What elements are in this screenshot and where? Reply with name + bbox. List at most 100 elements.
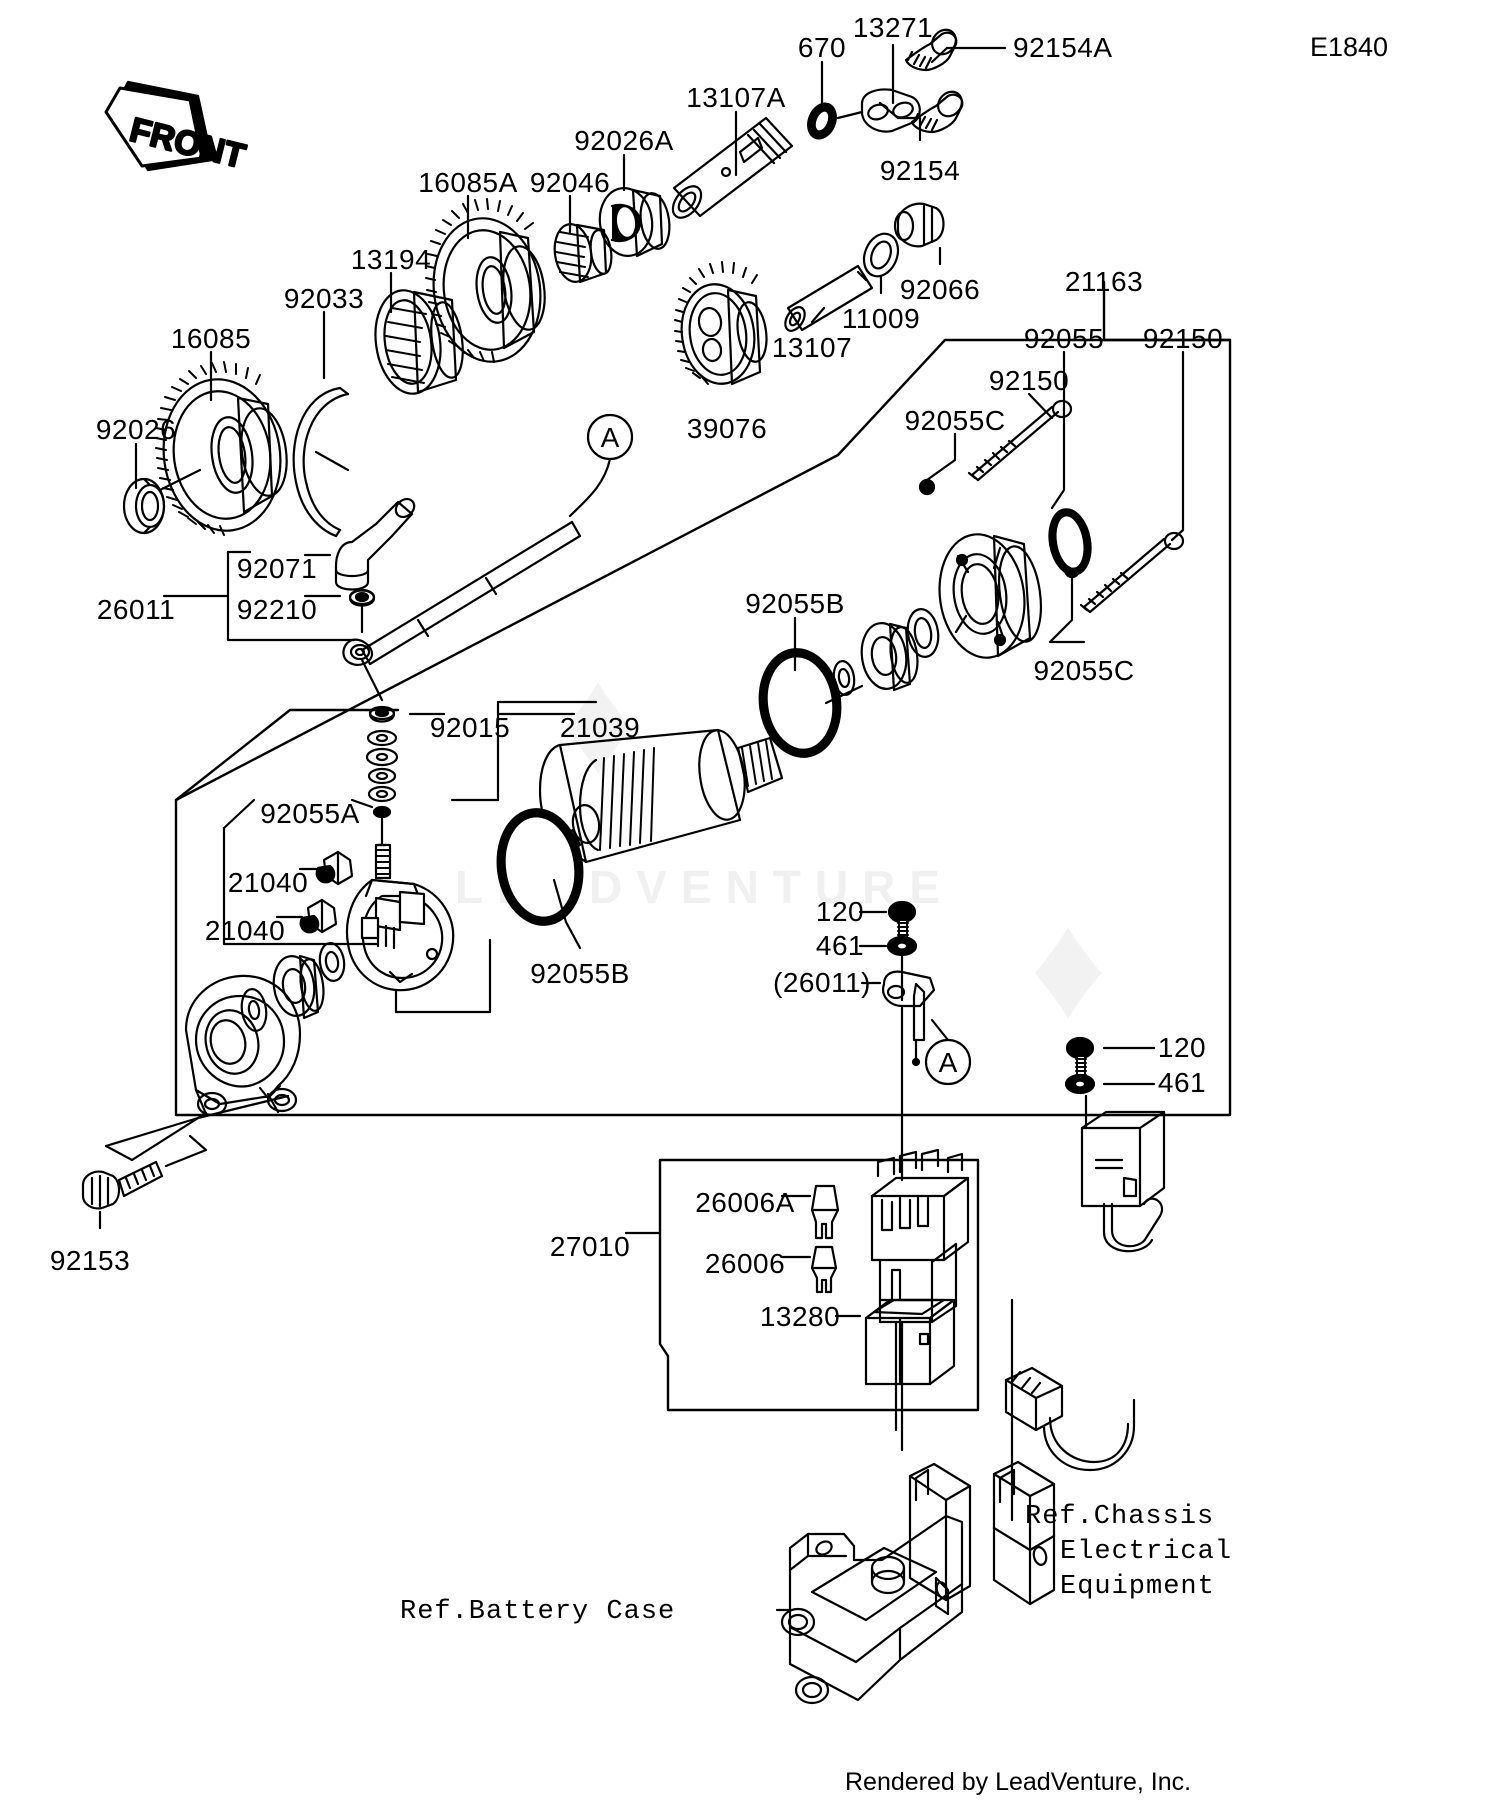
svg-text:A: A: [939, 1047, 958, 1078]
part-39076-gear: [674, 261, 768, 386]
part-number-92153[interactable]: 92153: [49, 1245, 131, 1276]
part-number-92150[interactable]: 92150: [1142, 323, 1224, 354]
part-number-21039[interactable]: 21039: [559, 712, 641, 743]
part-670-oring: [807, 102, 837, 140]
svg-text:A: A: [601, 422, 620, 453]
part-number-21040[interactable]: 21040: [227, 867, 309, 898]
part-92150-bolt-bottom: [1079, 531, 1185, 614]
part-number-92150[interactable]: 92150: [988, 365, 1070, 396]
part-461-washer-right: [1064, 1073, 1096, 1095]
part-21040-brush-b: [299, 898, 338, 934]
part-number-92055a[interactable]: 92055A: [260, 798, 360, 829]
part-motor-end-housing: [104, 974, 302, 1162]
part-number-92055b[interactable]: 92055B: [530, 958, 630, 989]
part-chassis-connector: [1004, 1366, 1136, 1472]
part-lower-bearing-stack: [240, 942, 346, 1032]
part-120-screw-right: [1065, 1036, 1095, 1080]
part-27010-relay: [870, 1148, 970, 1324]
part-13280-relay: [864, 1298, 956, 1386]
part-26011-bracket: [882, 970, 936, 1067]
part-bearing-stack-right: [832, 608, 940, 696]
part-number-27010[interactable]: 27010: [549, 1231, 631, 1262]
part-ref-battery-case: [780, 1460, 1056, 1705]
part-number-92055b[interactable]: 92055B: [745, 588, 845, 619]
part-number-21040[interactable]: 21040: [204, 915, 286, 946]
part-number-92071[interactable]: 92071: [236, 553, 318, 584]
part-92033-circlip: [292, 386, 350, 538]
part-11009-gasket: [862, 232, 900, 278]
part-26011-cable: [334, 497, 582, 666]
part-number-39076[interactable]: 39076: [686, 413, 768, 444]
part-13107-pin: [784, 264, 874, 332]
ref-chassis-line-3: Equipment: [1060, 1572, 1215, 1602]
part-number-120[interactable]: 120: [1157, 1032, 1207, 1063]
part-13107a-shaft: [671, 116, 794, 219]
part-number-92015[interactable]: 92015: [429, 712, 511, 743]
part-92154-bolt: [910, 90, 964, 134]
part-number-11009[interactable]: 11009: [841, 303, 921, 334]
watermark-flame-2: ♦: [1030, 881, 1107, 1049]
part-number-13107[interactable]: 13107: [771, 332, 853, 363]
part-number-13271[interactable]: 13271: [852, 12, 934, 43]
part-number-92055[interactable]: 92055: [1023, 323, 1105, 354]
part-number-13194[interactable]: 13194: [350, 244, 432, 275]
part-number-92154a[interactable]: 92154A: [1013, 32, 1113, 63]
part-number-16085a[interactable]: 16085A: [418, 167, 518, 198]
part-21040-brush-a: [315, 850, 354, 886]
part-92055b-oring-top: [758, 648, 842, 758]
ref-chassis-line-1: Ref.Chassis: [1025, 1502, 1215, 1532]
part-13194-bearing: [374, 289, 464, 395]
part-number-461[interactable]: 461: [815, 930, 865, 961]
callout-a-bottom: A: [924, 1018, 972, 1086]
group-27010-box: [658, 1158, 980, 1412]
part-number-13280[interactable]: 13280: [759, 1301, 841, 1332]
part-number-92055c[interactable]: 92055C: [1033, 655, 1135, 686]
part-number-92033[interactable]: 92033: [283, 283, 365, 314]
part-92055c-bottom: [1048, 561, 1086, 644]
part-number-26006a[interactable]: 26006A: [695, 1187, 795, 1218]
part-13271-holder: [836, 88, 921, 133]
part-number-120[interactable]: 120: [815, 896, 865, 927]
part-right-relay: [1080, 1110, 1166, 1253]
diagram-code: E1840: [1310, 32, 1389, 62]
part-26006a-fuse: [810, 1184, 840, 1240]
part-16085a-gear: [425, 198, 546, 363]
front-arrow-icon: FRONT: [104, 80, 250, 177]
part-number-26006[interactable]: 26006: [704, 1248, 786, 1279]
part-26006-fuse: [810, 1245, 838, 1294]
part-number-92066[interactable]: 92066: [899, 274, 981, 305]
part-number-670[interactable]: 670: [797, 32, 847, 63]
render-credit: Rendered by LeadVenture, Inc.: [845, 1768, 1192, 1796]
part-92046-pinion: [553, 223, 613, 284]
part-number-13107a[interactable]: 13107A: [686, 82, 786, 113]
callout-a-upper: A: [568, 413, 634, 518]
group-21163-outline: [174, 280, 1232, 1117]
part-92066-plug: [893, 202, 945, 248]
part-number-21163[interactable]: 21163: [1064, 266, 1144, 297]
part-92026a-coupler: [598, 187, 671, 258]
part-21163-end-cover: [938, 533, 1043, 659]
part-92015-stack: [365, 705, 399, 880]
part-number-26011[interactable]: (26011): [773, 967, 871, 998]
part-16085-starter-gear: [155, 361, 288, 536]
part-number-92046[interactable]: 92046: [529, 167, 611, 198]
part-number-92026[interactable]: 92026: [95, 414, 177, 445]
ref-chassis-line-2: Electrical: [1060, 1537, 1233, 1567]
part-92154a-bolt: [904, 28, 958, 72]
part-number-92210[interactable]: 92210: [236, 594, 318, 625]
part-brush-holder: [346, 878, 455, 992]
part-number-461[interactable]: 461: [1157, 1067, 1207, 1098]
ref-battery-case: Ref.Battery Case: [400, 1597, 676, 1627]
part-461-washer-left: [886, 935, 918, 957]
part-number-92154[interactable]: 92154: [879, 155, 961, 186]
part-92055-oring: [1048, 508, 1092, 576]
part-number-16085[interactable]: 16085: [170, 323, 252, 354]
part-92150-bolt-top: [967, 399, 1073, 482]
part-number-92026a[interactable]: 92026A: [574, 125, 674, 156]
part-92153-bolt: [81, 1160, 164, 1210]
part-number-92055c[interactable]: 92055C: [904, 405, 1006, 436]
part-number-26011[interactable]: 26011: [96, 594, 176, 625]
part-92055c-top: [918, 432, 957, 496]
